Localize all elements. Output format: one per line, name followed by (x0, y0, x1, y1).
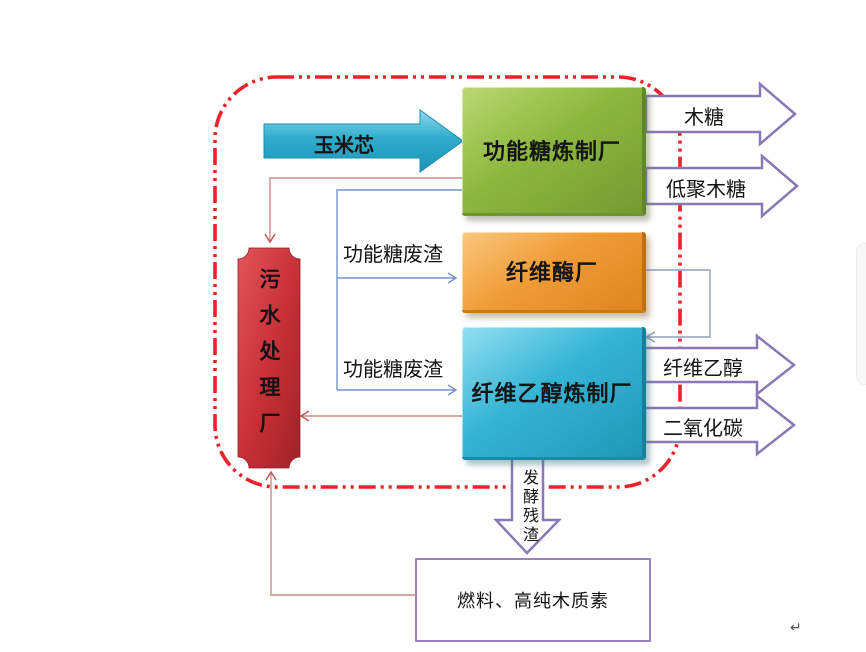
corncob-input-arrow (263, 109, 464, 173)
xylose-output-label: 木糖 (684, 105, 724, 129)
arrowhead-right-ethanol (447, 384, 458, 396)
arrowhead-down-sewage (264, 233, 276, 244)
sugarplant-to-sewage-connector (269, 177, 462, 241)
xylose-output-arrow (644, 81, 797, 147)
enzyme-plant-label: 纤维酶厂 (505, 260, 598, 286)
node-fuel-lignin: 燃料、高纯木质素 (415, 558, 651, 642)
node-sugar-plant: 功能糖炼制厂 (462, 87, 646, 216)
arrowhead-left-into-ethanol (644, 331, 656, 343)
arrowhead-up-sewage (265, 470, 277, 481)
residue-label: 发酵残渣 (520, 469, 539, 545)
enzyme-to-ethanol-connector (642, 269, 711, 338)
waste-sugar-label-2: 功能糖废渣 (343, 357, 443, 381)
waste-sugar-label-1: 功能糖废渣 (343, 242, 443, 266)
arrowhead-left-sewage (299, 410, 310, 422)
xos-output-label: 低聚木糖 (666, 177, 746, 201)
node-enzyme-plant: 纤维酶厂 (462, 232, 646, 313)
waste-connector-trunk (336, 189, 462, 390)
ethanol-output-label: 纤维乙醇 (663, 356, 743, 380)
co2-output-arrow (643, 393, 797, 457)
sewage-plant-shape (237, 247, 301, 469)
residue-down-arrow (493, 448, 562, 555)
paragraph-return-mark: ↵ (790, 620, 802, 636)
system-boundary-dashed-border (213, 75, 682, 489)
xos-output-arrow (644, 153, 799, 219)
corncob-input-label: 玉米芯 (314, 133, 374, 157)
ethanol-output-arrow (643, 333, 797, 397)
co2-output-label: 二氧化碳 (663, 416, 743, 440)
sugar-plant-label: 功能糖炼制厂 (482, 139, 621, 165)
node-ethanol-plant: 纤维乙醇炼制厂 (462, 327, 646, 460)
fuel-lignin-label: 燃料、高纯木质素 (457, 591, 609, 612)
ethanol-plant-label: 纤维乙醇炼制厂 (471, 381, 633, 407)
fuelbox-to-sewage-connector (270, 473, 415, 596)
arrowhead-right-enzyme (447, 272, 458, 284)
sewage-plant-label: 污水处理厂 (257, 268, 282, 448)
